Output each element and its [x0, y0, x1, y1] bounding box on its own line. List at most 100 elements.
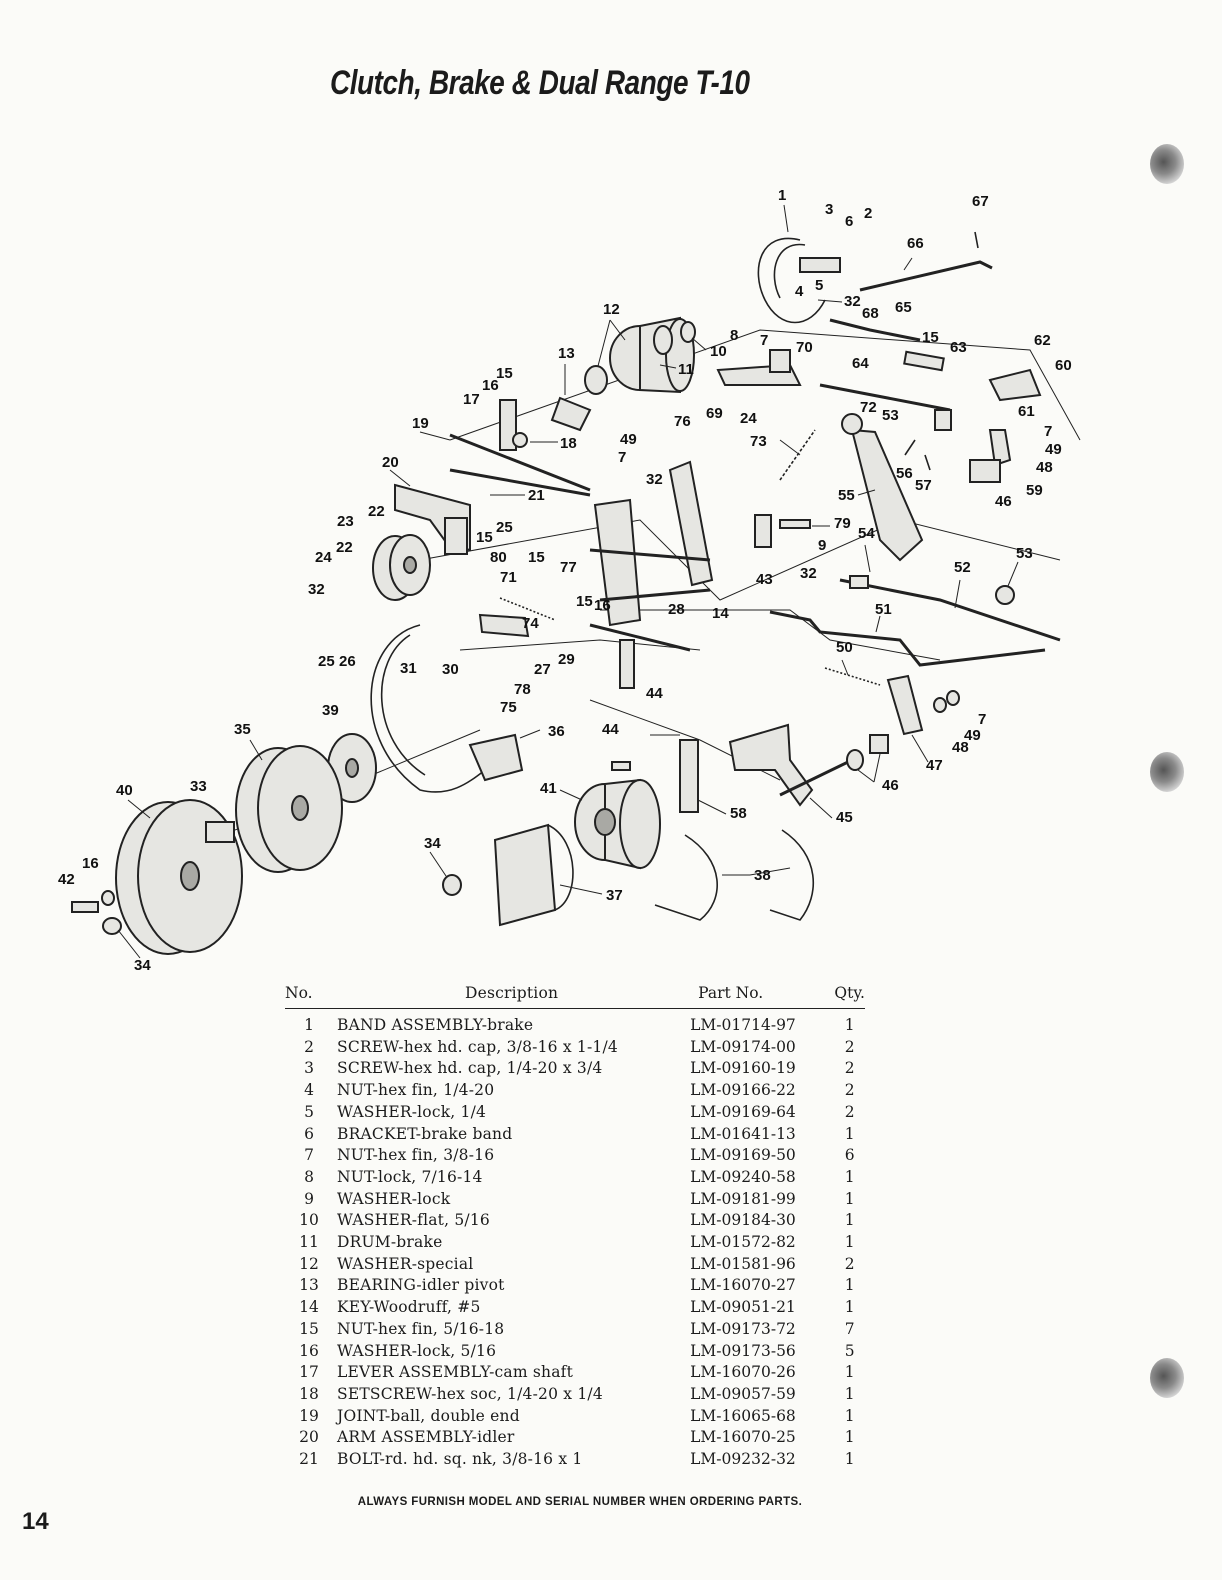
- cam-lever: [449, 396, 592, 492]
- cell-no: 6: [304, 1124, 314, 1143]
- callout-10: 10: [710, 343, 727, 360]
- cell-qty: 1: [844, 1016, 855, 1034]
- callout-2: 2: [864, 205, 872, 222]
- cell-part-no: LM-01581-96: [690, 1254, 796, 1273]
- callout-48b: 48: [1036, 459, 1053, 476]
- bracket-43: [754, 514, 811, 548]
- table-row: 3 SCREW-hex hd. cap, 1/4-20 x 3/4 LM-09160…: [285, 1058, 865, 1080]
- callout-38: 38: [754, 867, 771, 884]
- callout-76: 76: [674, 413, 691, 430]
- cell-part-no: LM-16070-27: [690, 1276, 796, 1295]
- cell-part-no: LM-09169-50: [690, 1146, 796, 1165]
- callout-60: 60: [1055, 357, 1072, 374]
- callout-1: 1: [778, 187, 786, 204]
- cell-no: 5: [304, 1102, 314, 1121]
- cell-part-no: LM-16070-25: [690, 1428, 796, 1447]
- cell-part-no: LM-16065-68: [690, 1406, 796, 1425]
- cell-qty: 2: [844, 1059, 855, 1078]
- callout-24: 24: [315, 549, 332, 566]
- cell-no: 18: [299, 1384, 319, 1403]
- cell-description: WASHER-lock: [337, 1189, 451, 1208]
- cell-no: 4: [304, 1081, 314, 1100]
- callout-25: 25: [496, 519, 513, 536]
- cell-description: NUT-hex fin, 1/4-20: [337, 1081, 495, 1100]
- cell-part-no: LM-09160-19: [690, 1059, 796, 1078]
- callout-61: 61: [1018, 403, 1035, 420]
- callout-35: 35: [234, 721, 251, 738]
- callout-24b: 24: [740, 410, 757, 427]
- parts-table-header: No. Description Part No. Qty.: [285, 982, 865, 1009]
- binder-hole-bottom: [1150, 1358, 1184, 1398]
- cell-no: 1: [304, 1016, 314, 1034]
- cell-qty: 7: [844, 1319, 855, 1338]
- callout-46b: 46: [995, 493, 1012, 510]
- callout-27: 27: [534, 661, 551, 678]
- callout-45: 45: [836, 809, 853, 826]
- lever-60: [969, 368, 1042, 483]
- callout-51: 51: [875, 601, 892, 618]
- cell-part-no: LM-01641-13: [690, 1124, 796, 1143]
- cell-no: 19: [299, 1406, 319, 1425]
- range-rods: [769, 575, 1061, 667]
- callout-15c: 15: [476, 529, 493, 546]
- callout-32c: 32: [308, 581, 325, 598]
- callout-18: 18: [560, 435, 577, 452]
- leader-lines: [117, 204, 1019, 959]
- callout-73: 73: [750, 433, 767, 450]
- callout-11: 11: [678, 361, 694, 378]
- large-pulley-35: [235, 745, 343, 873]
- cell-part-no: LM-09184-30: [690, 1211, 796, 1230]
- cell-no: 7: [304, 1146, 314, 1165]
- cell-part-no: LM-09181-99: [690, 1189, 796, 1208]
- binder-hole-top: [1150, 144, 1184, 184]
- callout-46a: 46: [882, 777, 899, 794]
- clutch-assembly: [574, 778, 661, 870]
- callout-53b: 53: [882, 407, 899, 424]
- cell-description: SCREW-hex hd. cap, 1/4-20 x 3/4: [337, 1059, 603, 1078]
- shift-bracket: [589, 460, 714, 627]
- callout-6: 6: [845, 213, 853, 230]
- spring-50: [824, 667, 881, 686]
- callout-55: 55: [838, 487, 855, 504]
- cell-description: DRUM-brake: [337, 1233, 443, 1252]
- callout-42: 42: [58, 871, 75, 888]
- callout-12: 12: [603, 301, 620, 318]
- cell-no: 3: [304, 1059, 314, 1078]
- callout-5: 5: [815, 277, 823, 294]
- cell-no: 2: [304, 1037, 314, 1056]
- brake-rods: [819, 260, 993, 431]
- callout-66: 66: [907, 235, 924, 252]
- callout-36: 36: [548, 723, 565, 740]
- cell-part-no: LM-09169-64: [690, 1102, 796, 1121]
- callout-49c: 49: [1045, 441, 1062, 458]
- cell-qty: 5: [844, 1341, 855, 1360]
- callout-15d: 15: [528, 549, 545, 566]
- idler-pulley: [372, 534, 431, 601]
- range-lever: [728, 723, 889, 807]
- bracket-58: [611, 739, 699, 813]
- cell-part-no: LM-09240-58: [690, 1167, 796, 1186]
- cell-part-no: LM-09173-56: [690, 1341, 796, 1360]
- cell-description: ARM ASSEMBLY-idler: [337, 1428, 515, 1447]
- callout-79: 79: [834, 515, 851, 532]
- retaining-rings: [654, 829, 814, 921]
- callout-29: 29: [558, 651, 575, 668]
- cell-no: 14: [299, 1298, 319, 1317]
- callout-15b: 15: [922, 329, 939, 346]
- cell-no: 13: [299, 1276, 319, 1295]
- callout-39: 39: [322, 702, 339, 719]
- callout-15: 15: [496, 365, 513, 382]
- cell-qty: 6: [844, 1146, 855, 1165]
- callout-9: 9: [818, 537, 826, 554]
- callout-22b: 22: [336, 539, 353, 556]
- callout-44b: 44: [602, 721, 619, 738]
- cell-no: 9: [304, 1189, 314, 1208]
- cell-qty: 2: [844, 1102, 855, 1121]
- pedal-pin-67: [904, 231, 979, 471]
- cell-description: LEVER ASSEMBLY-cam shaft: [337, 1363, 574, 1382]
